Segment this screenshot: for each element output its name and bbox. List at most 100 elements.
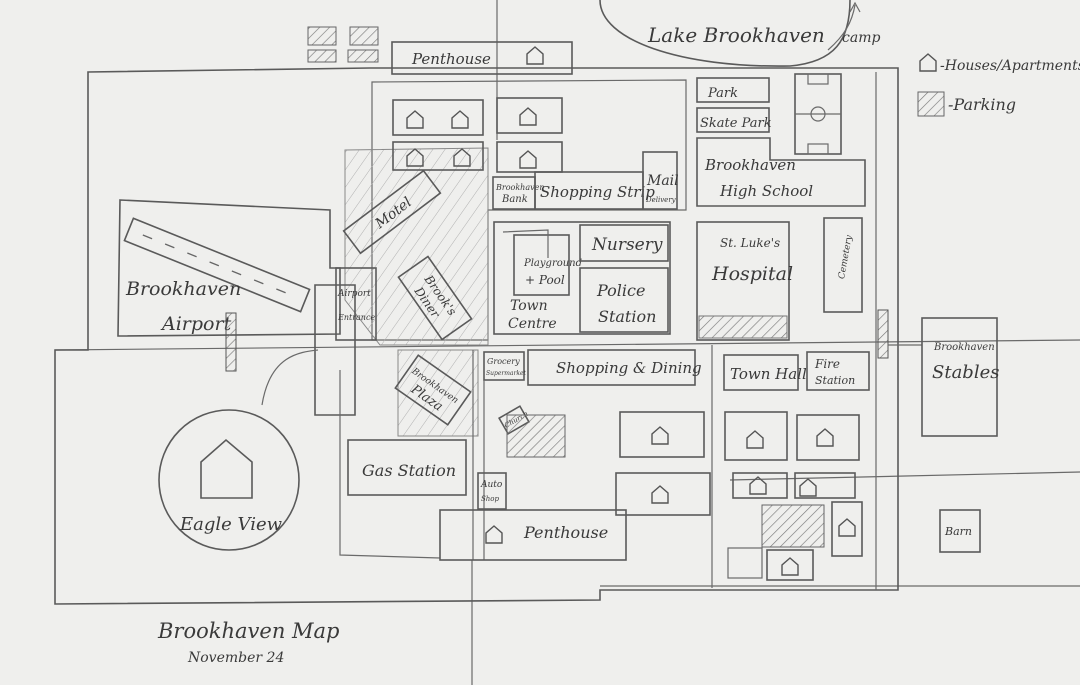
- grocery: [483, 351, 525, 381]
- apartment-block: [307, 26, 337, 46]
- house-lot: [615, 472, 711, 516]
- mail-label-1: Mail: [646, 173, 679, 189]
- fire-station: [806, 351, 870, 391]
- cemetery-label: Cemetery: [837, 234, 855, 280]
- bank-label-2: Bank: [501, 194, 528, 205]
- shopping-dining-label: Shopping & Dining: [556, 359, 702, 377]
- house-lot: [496, 141, 563, 173]
- playground-pool: [513, 234, 570, 296]
- arrow-head-icon: [849, 1, 861, 13]
- house-icon: [746, 430, 764, 449]
- auto-label-2: Shop: [481, 495, 500, 503]
- penthouse-top: [391, 41, 573, 75]
- diner-building: [397, 255, 473, 341]
- high-school: [696, 137, 866, 207]
- town-hall: [723, 354, 799, 391]
- runway-strip: [123, 217, 311, 313]
- gas-station: [347, 439, 467, 496]
- police-label-2: Station: [598, 307, 656, 326]
- penthouse-bottom: [439, 509, 627, 561]
- apartment-block: [307, 49, 337, 63]
- airport-entrance-label-2: Entrance: [337, 313, 375, 322]
- police-label-1: Police: [596, 281, 645, 300]
- parking-lot: [761, 504, 825, 548]
- house-icon: [451, 110, 469, 129]
- house-icon: [816, 428, 834, 447]
- goal-box: [807, 73, 829, 85]
- gas-station-label: Gas Station: [362, 461, 456, 480]
- playground-label-1: Playground: [523, 258, 582, 269]
- legend-houses-label: -Houses/Apartments: [940, 58, 1080, 74]
- house-lot: [796, 414, 860, 461]
- fire-label-1: Fire: [814, 357, 840, 371]
- church-parking: [506, 414, 566, 458]
- house-lot: [392, 141, 484, 171]
- house-lot: [831, 501, 863, 557]
- house-lot: [619, 411, 705, 458]
- stables-label-2: Stables: [932, 362, 999, 383]
- house-icon: [485, 525, 503, 544]
- parking-lot: [344, 147, 489, 346]
- motel-building: [342, 169, 442, 255]
- lake-brookhaven: [599, 0, 851, 67]
- auto-shop: [477, 472, 507, 510]
- runway-centerline: [142, 234, 292, 296]
- house-lot: [724, 411, 788, 461]
- house-icon: [651, 426, 669, 445]
- park: [696, 77, 770, 103]
- goal-box: [807, 143, 829, 155]
- house-lot: [496, 97, 563, 134]
- stables-label-1: Brookhaven: [933, 342, 995, 353]
- house-lot: [766, 549, 814, 581]
- runway: [123, 217, 311, 313]
- house-icon: [781, 557, 799, 576]
- fire-label-2: Station: [815, 374, 855, 387]
- house-icon: [919, 53, 937, 72]
- town-hall-label: Town Hall: [730, 365, 807, 383]
- house-icon: [526, 46, 544, 65]
- playground-label-2: + Pool: [525, 273, 565, 287]
- map-date: November 24: [187, 650, 284, 666]
- town-border: [54, 67, 899, 605]
- apartment-block: [347, 49, 379, 63]
- grocery-label-1: Grocery: [487, 357, 520, 366]
- house-icon: [406, 110, 424, 129]
- hospital-parking: [698, 315, 788, 339]
- town-centre-label-1: Town: [510, 298, 548, 314]
- st-lukes-hospital: [696, 221, 790, 341]
- stables-gate: [877, 309, 889, 359]
- plaza-building: [394, 354, 472, 426]
- guide-line: [54, 339, 1080, 351]
- shopping-strip-label: Shopping Strip: [540, 183, 655, 201]
- legend: -Houses/Apartments -Parking: [917, 53, 1080, 117]
- house-lot: [392, 99, 484, 136]
- road: [339, 370, 441, 559]
- town-centre-label-2: Centre: [508, 316, 557, 332]
- house-icon: [651, 485, 669, 504]
- barn-label: Barn: [944, 525, 972, 538]
- auto-label-1: Auto: [480, 480, 503, 490]
- nursery-label: Nursery: [591, 235, 663, 255]
- mail-delivery: [642, 151, 678, 210]
- nursery: [579, 224, 669, 262]
- police-station: [579, 267, 669, 333]
- airport-road: [314, 284, 356, 416]
- park-label: Park: [707, 86, 738, 101]
- house-lot: [727, 547, 763, 579]
- mail-label-2: Delivery: [645, 196, 677, 204]
- apartment-block: [349, 26, 379, 46]
- guide-line: [729, 471, 1080, 481]
- airport-entrance: [335, 267, 377, 341]
- shopping-dining: [527, 349, 696, 386]
- airport-label-2: Airport: [160, 313, 232, 335]
- skate-park-label: Skate Park: [700, 116, 772, 131]
- house-icon: [200, 438, 253, 499]
- high-school-label-1: Brookhaven: [704, 156, 796, 174]
- camp-label: camp: [842, 30, 880, 46]
- bank-label-1: Brookhaven: [495, 183, 545, 192]
- house-lot: [794, 472, 856, 499]
- road-curve: [261, 349, 319, 406]
- field-circle: [810, 106, 826, 122]
- playground-path: [502, 229, 549, 258]
